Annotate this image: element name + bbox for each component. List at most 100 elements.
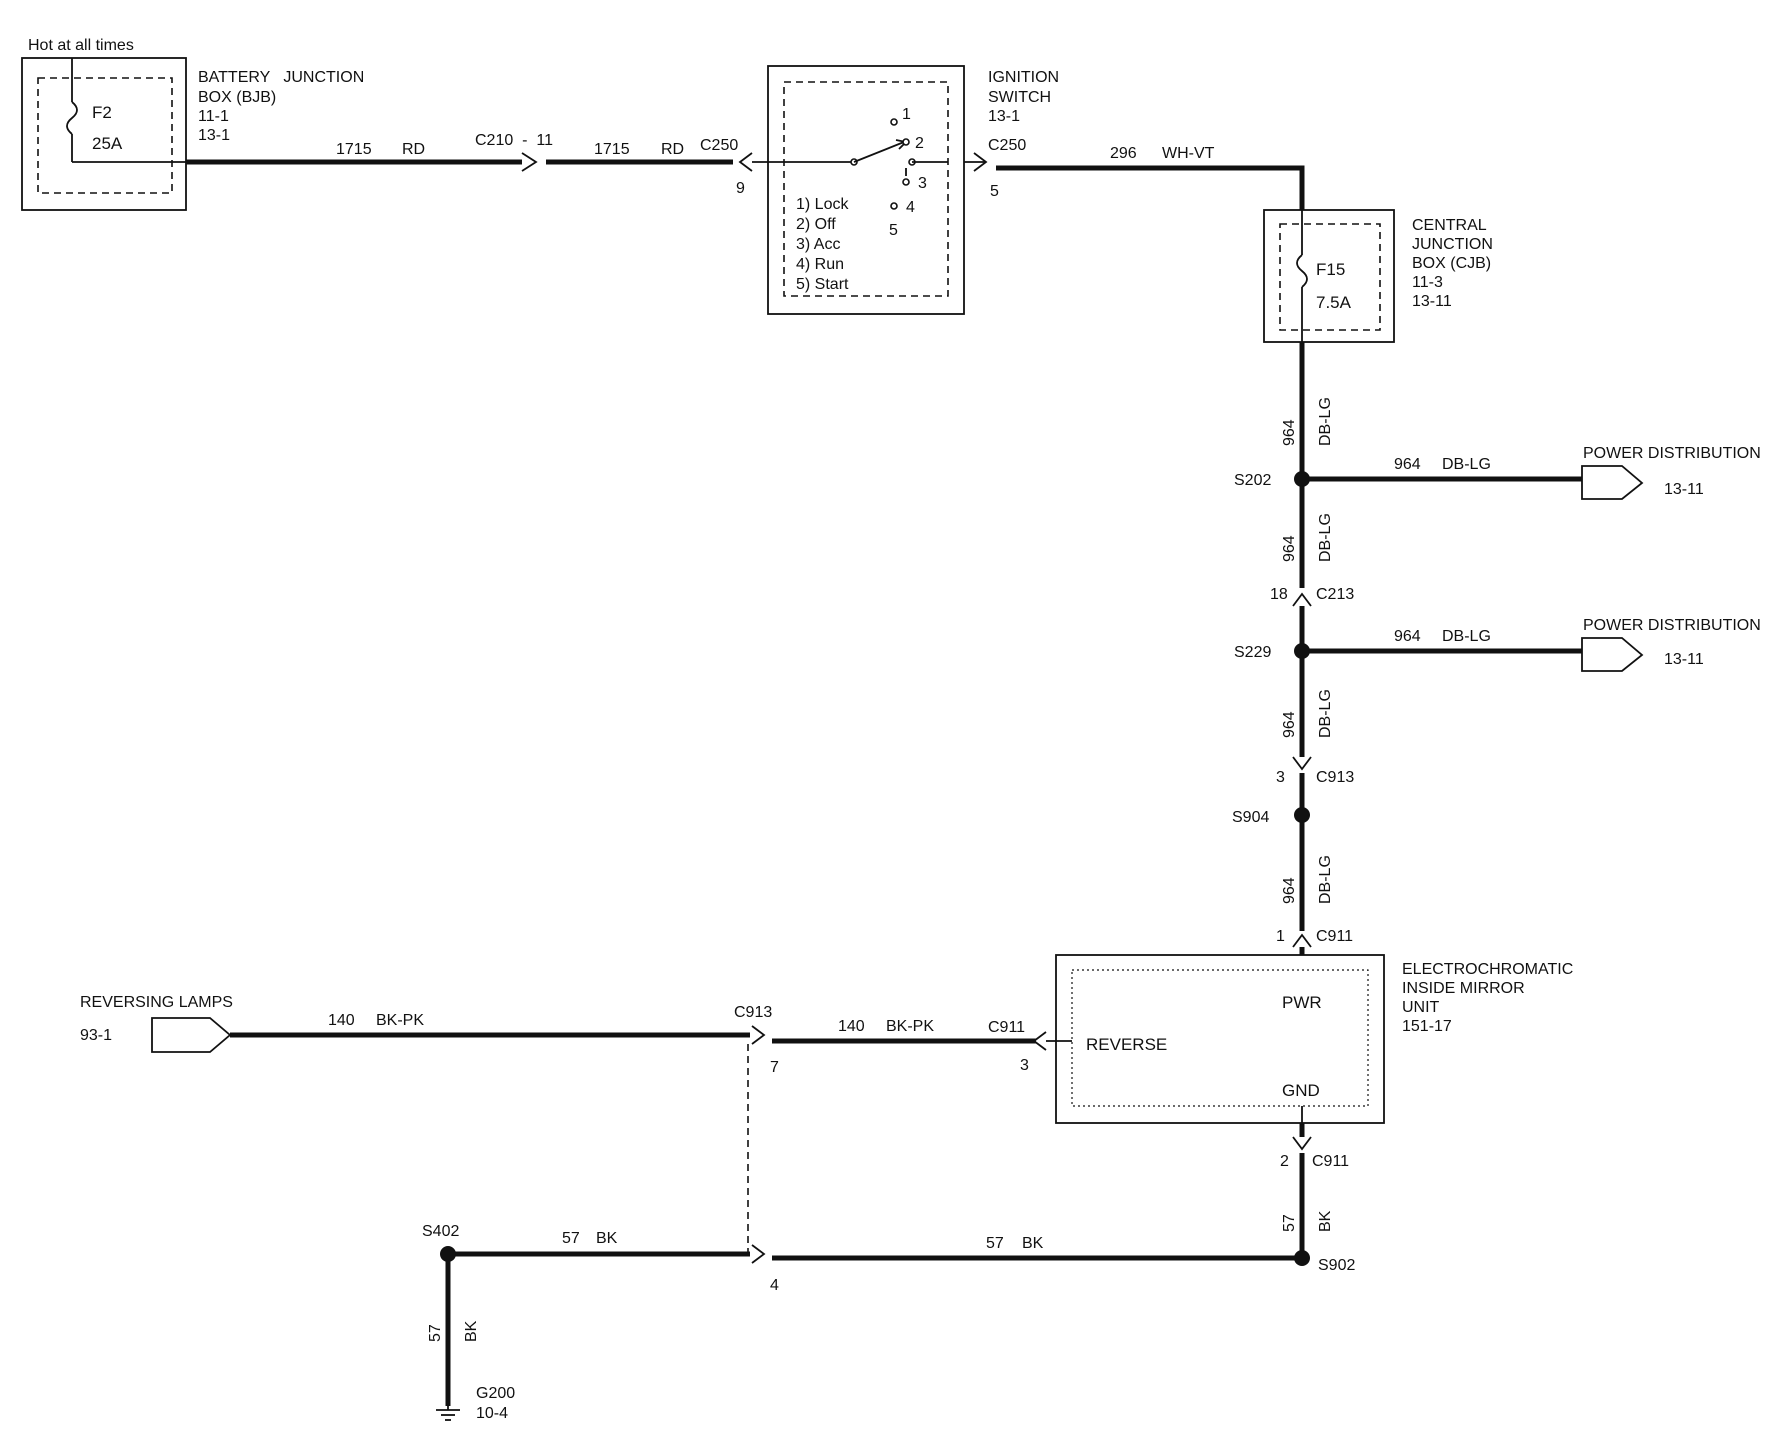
- battery-junction-box: Hot at all times F2 25A BATTERY JUNCTION…: [21, 37, 364, 211]
- c911-pwr-connector: 1 C911: [1276, 928, 1353, 948]
- bjb-fuse-label: F2: [92, 103, 112, 122]
- connector-label: C913: [1316, 769, 1354, 786]
- wire-number: 1715: [336, 141, 372, 158]
- bjb-fuse-rating: 25A: [92, 134, 123, 153]
- connector-label: C913: [734, 1004, 772, 1021]
- power-distribution-label: POWER DISTRIBUTION: [1583, 445, 1761, 462]
- wire-57-bk-vertical: 57 BK: [1281, 1153, 1334, 1258]
- c250-pin: 5: [990, 183, 999, 200]
- wire-color: BK: [1022, 1235, 1044, 1252]
- bjb-ref-line: 11-1: [198, 108, 229, 125]
- splice-label: S402: [422, 1223, 459, 1240]
- switch-position: 5: [889, 222, 898, 239]
- wire-number: 57: [986, 1235, 1004, 1252]
- ground-name: G200: [476, 1385, 515, 1402]
- wire-color: RD: [402, 141, 425, 158]
- mirror-title-line: INSIDE MIRROR: [1402, 980, 1525, 997]
- connector-pin: 1: [1276, 928, 1285, 945]
- switch-legend-item: 2) Off: [796, 216, 836, 233]
- splice-label: S902: [1318, 1257, 1355, 1274]
- c250-input-connector: C250 9: [700, 137, 753, 197]
- branch-power-distribution-2: 964 DB-LG POWER DISTRIBUTION 13-11: [1302, 617, 1761, 672]
- wire-57-bk-segment: 57 BK: [448, 1230, 750, 1257]
- wire-140-bk-pk-segment: 140 BK-PK: [772, 1018, 1036, 1044]
- mirror-pwr-terminal: PWR: [1282, 993, 1322, 1012]
- c911-reverse-connector: C911 3: [988, 1019, 1072, 1074]
- connector-label: C911: [1316, 928, 1353, 945]
- splice-s229: S229: [1234, 643, 1310, 661]
- bjb-title-line: BATTERY JUNCTION: [198, 69, 364, 86]
- wire-color: BK-PK: [376, 1012, 424, 1029]
- mirror-title-line: UNIT: [1402, 999, 1440, 1016]
- mirror-title-line: ELECTROCHROMATIC: [1402, 961, 1573, 978]
- connector-pin: 3: [1020, 1057, 1029, 1074]
- splice-label: S202: [1234, 472, 1271, 489]
- wire-number: 140: [838, 1018, 865, 1035]
- hot-at-all-times-label: Hot at all times: [28, 37, 134, 54]
- ignition-title-line: IGNITION: [988, 69, 1059, 86]
- switch-position: 3: [918, 175, 927, 192]
- connector-label: C213: [1316, 586, 1354, 603]
- switch-legend-item: 5) Start: [796, 276, 849, 293]
- switch-legend-item: 3) Acc: [796, 236, 840, 253]
- wire-296-wh-vt: 296 WH-VT: [996, 145, 1305, 212]
- cjb-title-line: CENTRAL: [1412, 217, 1487, 234]
- c913-vertical-connector: 3 C913: [1276, 756, 1354, 786]
- mirror-gnd-terminal: GND: [1282, 1081, 1320, 1100]
- c210-label: C210 - 11: [475, 132, 553, 149]
- connector-pin: 4: [770, 1277, 779, 1294]
- wire-color: BK: [1317, 1210, 1334, 1232]
- electrochromatic-mirror-unit: PWR REVERSE GND ELECTROCHROMATIC INSIDE …: [1055, 954, 1573, 1124]
- c210-connector: C210 - 11: [475, 132, 553, 172]
- wire-number: 140: [328, 1012, 355, 1029]
- cjb-ref-line: 11-3: [1412, 274, 1443, 291]
- cjb-title-line: JUNCTION: [1412, 236, 1493, 253]
- splice-label: S229: [1234, 644, 1271, 661]
- c911-gnd-connector: 2 C911: [1280, 1106, 1349, 1170]
- c213-connector: 18 C213: [1270, 586, 1354, 607]
- wire-number: 296: [1110, 145, 1137, 162]
- branch-power-distribution-1: 964 DB-LG POWER DISTRIBUTION 13-11: [1302, 445, 1761, 500]
- switch-position: 4: [906, 199, 915, 216]
- c913-horizontal-connector: C913 7: [734, 1004, 779, 1076]
- wire-number: 964: [1281, 711, 1298, 738]
- wire-number: 57: [427, 1324, 444, 1342]
- reversing-lamps-connector: REVERSING LAMPS 93-1: [80, 994, 233, 1053]
- cjb-ref-line: 13-11: [1412, 293, 1452, 310]
- connector-pin: 7: [770, 1059, 779, 1076]
- central-junction-box: F15 7.5A CENTRAL JUNCTION BOX (CJB) 11-3…: [1263, 209, 1493, 343]
- wire-color: WH-VT: [1162, 145, 1215, 162]
- wire-number: 964: [1394, 628, 1421, 645]
- ignition-switch: 1 2 3 4 5 1) Lock 2) Off 3) Acc 4) Run 5…: [752, 65, 1059, 315]
- splice-s402: S402: [422, 1223, 459, 1262]
- ground-g200: G200 10-4: [436, 1385, 515, 1422]
- c250-label: C250: [700, 137, 738, 154]
- cjb-fuse-rating: 7.5A: [1316, 293, 1352, 312]
- connector-label: C911: [1312, 1153, 1349, 1170]
- wire-number: 964: [1281, 535, 1298, 562]
- splice-s902: S902: [1294, 1250, 1355, 1274]
- wire-color: DB-LG: [1442, 628, 1491, 645]
- c913-ground-connector: 4: [751, 1244, 779, 1294]
- wire-number: 964: [1394, 456, 1421, 473]
- switch-legend-item: 1) Lock: [796, 196, 849, 213]
- wire-57-bk-ground: 57 BK: [427, 1254, 480, 1406]
- wire-number: 57: [562, 1230, 580, 1247]
- switch-legend-item: 4) Run: [796, 256, 844, 273]
- ignition-ref-line: 13-1: [988, 108, 1020, 125]
- splice-s904: S904: [1232, 807, 1310, 826]
- connector-pin: 18: [1270, 586, 1288, 603]
- bjb-title-line: BOX (BJB): [198, 89, 276, 106]
- wire-color: DB-LG: [1317, 513, 1334, 562]
- ground-ref: 10-4: [476, 1405, 508, 1422]
- mirror-reverse-terminal: REVERSE: [1086, 1035, 1167, 1054]
- power-distribution-label: POWER DISTRIBUTION: [1583, 617, 1761, 634]
- wire-color: BK: [596, 1230, 618, 1247]
- splice-s202: S202: [1234, 471, 1310, 489]
- connector-pin: 2: [1280, 1153, 1289, 1170]
- c250-label: C250: [988, 137, 1026, 154]
- wire-1715-rd-segment: 1715 RD: [186, 141, 522, 165]
- wire-964-db-lg-trunk: 964 DB-LG 964 DB-LG 964 DB-LG 964 DB-LG: [1281, 342, 1334, 965]
- c250-output-connector: C250 5: [964, 137, 1026, 200]
